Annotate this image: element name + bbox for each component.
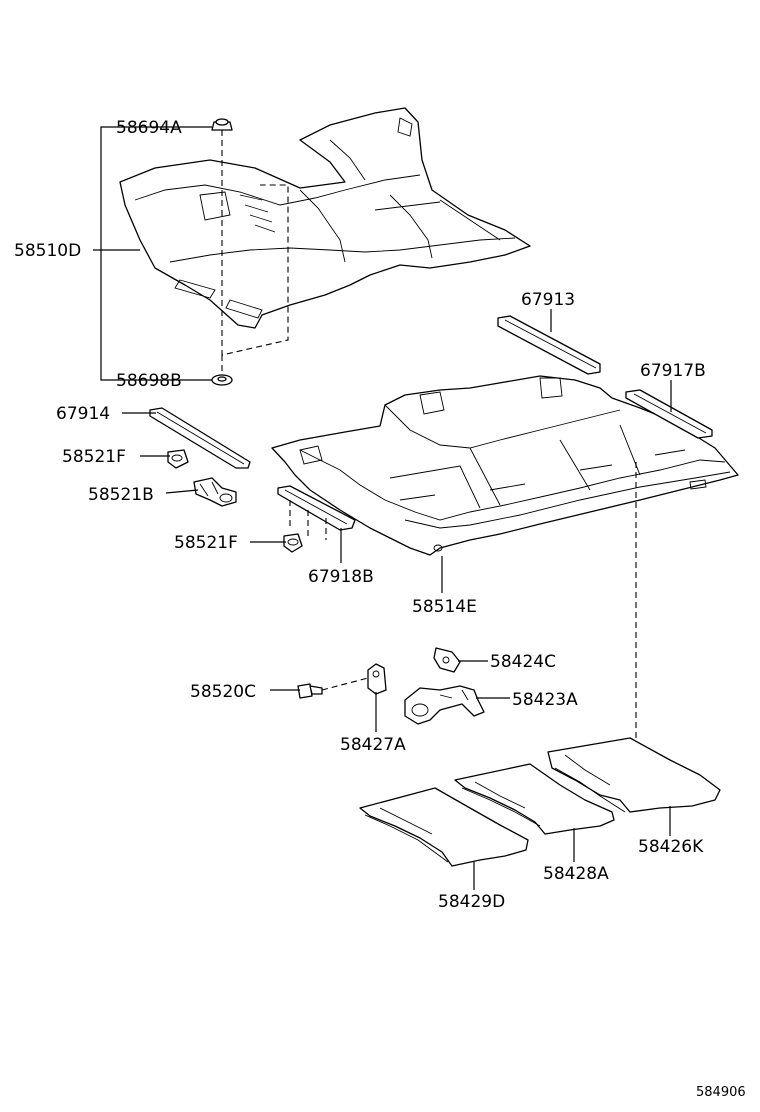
clip-58521f-upper bbox=[167, 449, 189, 469]
label-58514e: 58514E bbox=[412, 597, 477, 617]
label-58521b: 58521B bbox=[88, 485, 154, 505]
front-carpet-guide-lines bbox=[221, 184, 289, 356]
label-58426k: 58426K bbox=[638, 837, 704, 857]
screw-58520c bbox=[297, 683, 323, 699]
figure-id: 584906 bbox=[696, 1085, 746, 1100]
bracket-58424c bbox=[433, 647, 461, 673]
label-58694a: 58694A bbox=[116, 118, 182, 138]
bracket-58427a bbox=[367, 663, 387, 695]
scuff-plate-67917b bbox=[625, 389, 713, 439]
screw-guide-line bbox=[321, 677, 369, 691]
leader-58521b bbox=[165, 489, 199, 494]
label-58424c: 58424C bbox=[490, 652, 556, 672]
label-58520c: 58520C bbox=[190, 682, 256, 702]
label-58510d: 58510D bbox=[14, 241, 81, 261]
scuff-plate-67913 bbox=[497, 315, 601, 375]
bracket-58423a bbox=[404, 685, 485, 725]
front-floor-carpet bbox=[119, 107, 531, 329]
scuff-plate-67918b bbox=[277, 485, 356, 540]
rear-floor-carpet bbox=[271, 375, 739, 556]
label-58521f-upper: 58521F bbox=[62, 447, 126, 467]
label-67917b: 67917B bbox=[640, 361, 706, 381]
scuff-plate-67914 bbox=[149, 407, 251, 469]
label-58698b: 58698B bbox=[116, 371, 182, 391]
label-58427a: 58427A bbox=[340, 735, 406, 755]
label-67913: 67913 bbox=[521, 290, 575, 310]
clip-58694a bbox=[211, 118, 233, 131]
floor-board-58426k bbox=[547, 737, 721, 813]
label-58521f-lower: 58521F bbox=[174, 533, 238, 553]
label-67918b: 67918B bbox=[308, 567, 374, 587]
grommet-58698b bbox=[211, 374, 233, 386]
label-58428a: 58428A bbox=[543, 864, 609, 884]
clip-58521f-lower bbox=[283, 533, 303, 553]
floor-board-58429d bbox=[359, 787, 529, 867]
label-67914: 67914 bbox=[56, 404, 110, 424]
front-carpet-bracket-leader bbox=[100, 126, 212, 381]
label-58423a: 58423A bbox=[512, 690, 578, 710]
floor-board-58428a bbox=[454, 763, 615, 835]
clip-58521b bbox=[193, 477, 237, 507]
label-58429d: 58429D bbox=[438, 892, 505, 912]
